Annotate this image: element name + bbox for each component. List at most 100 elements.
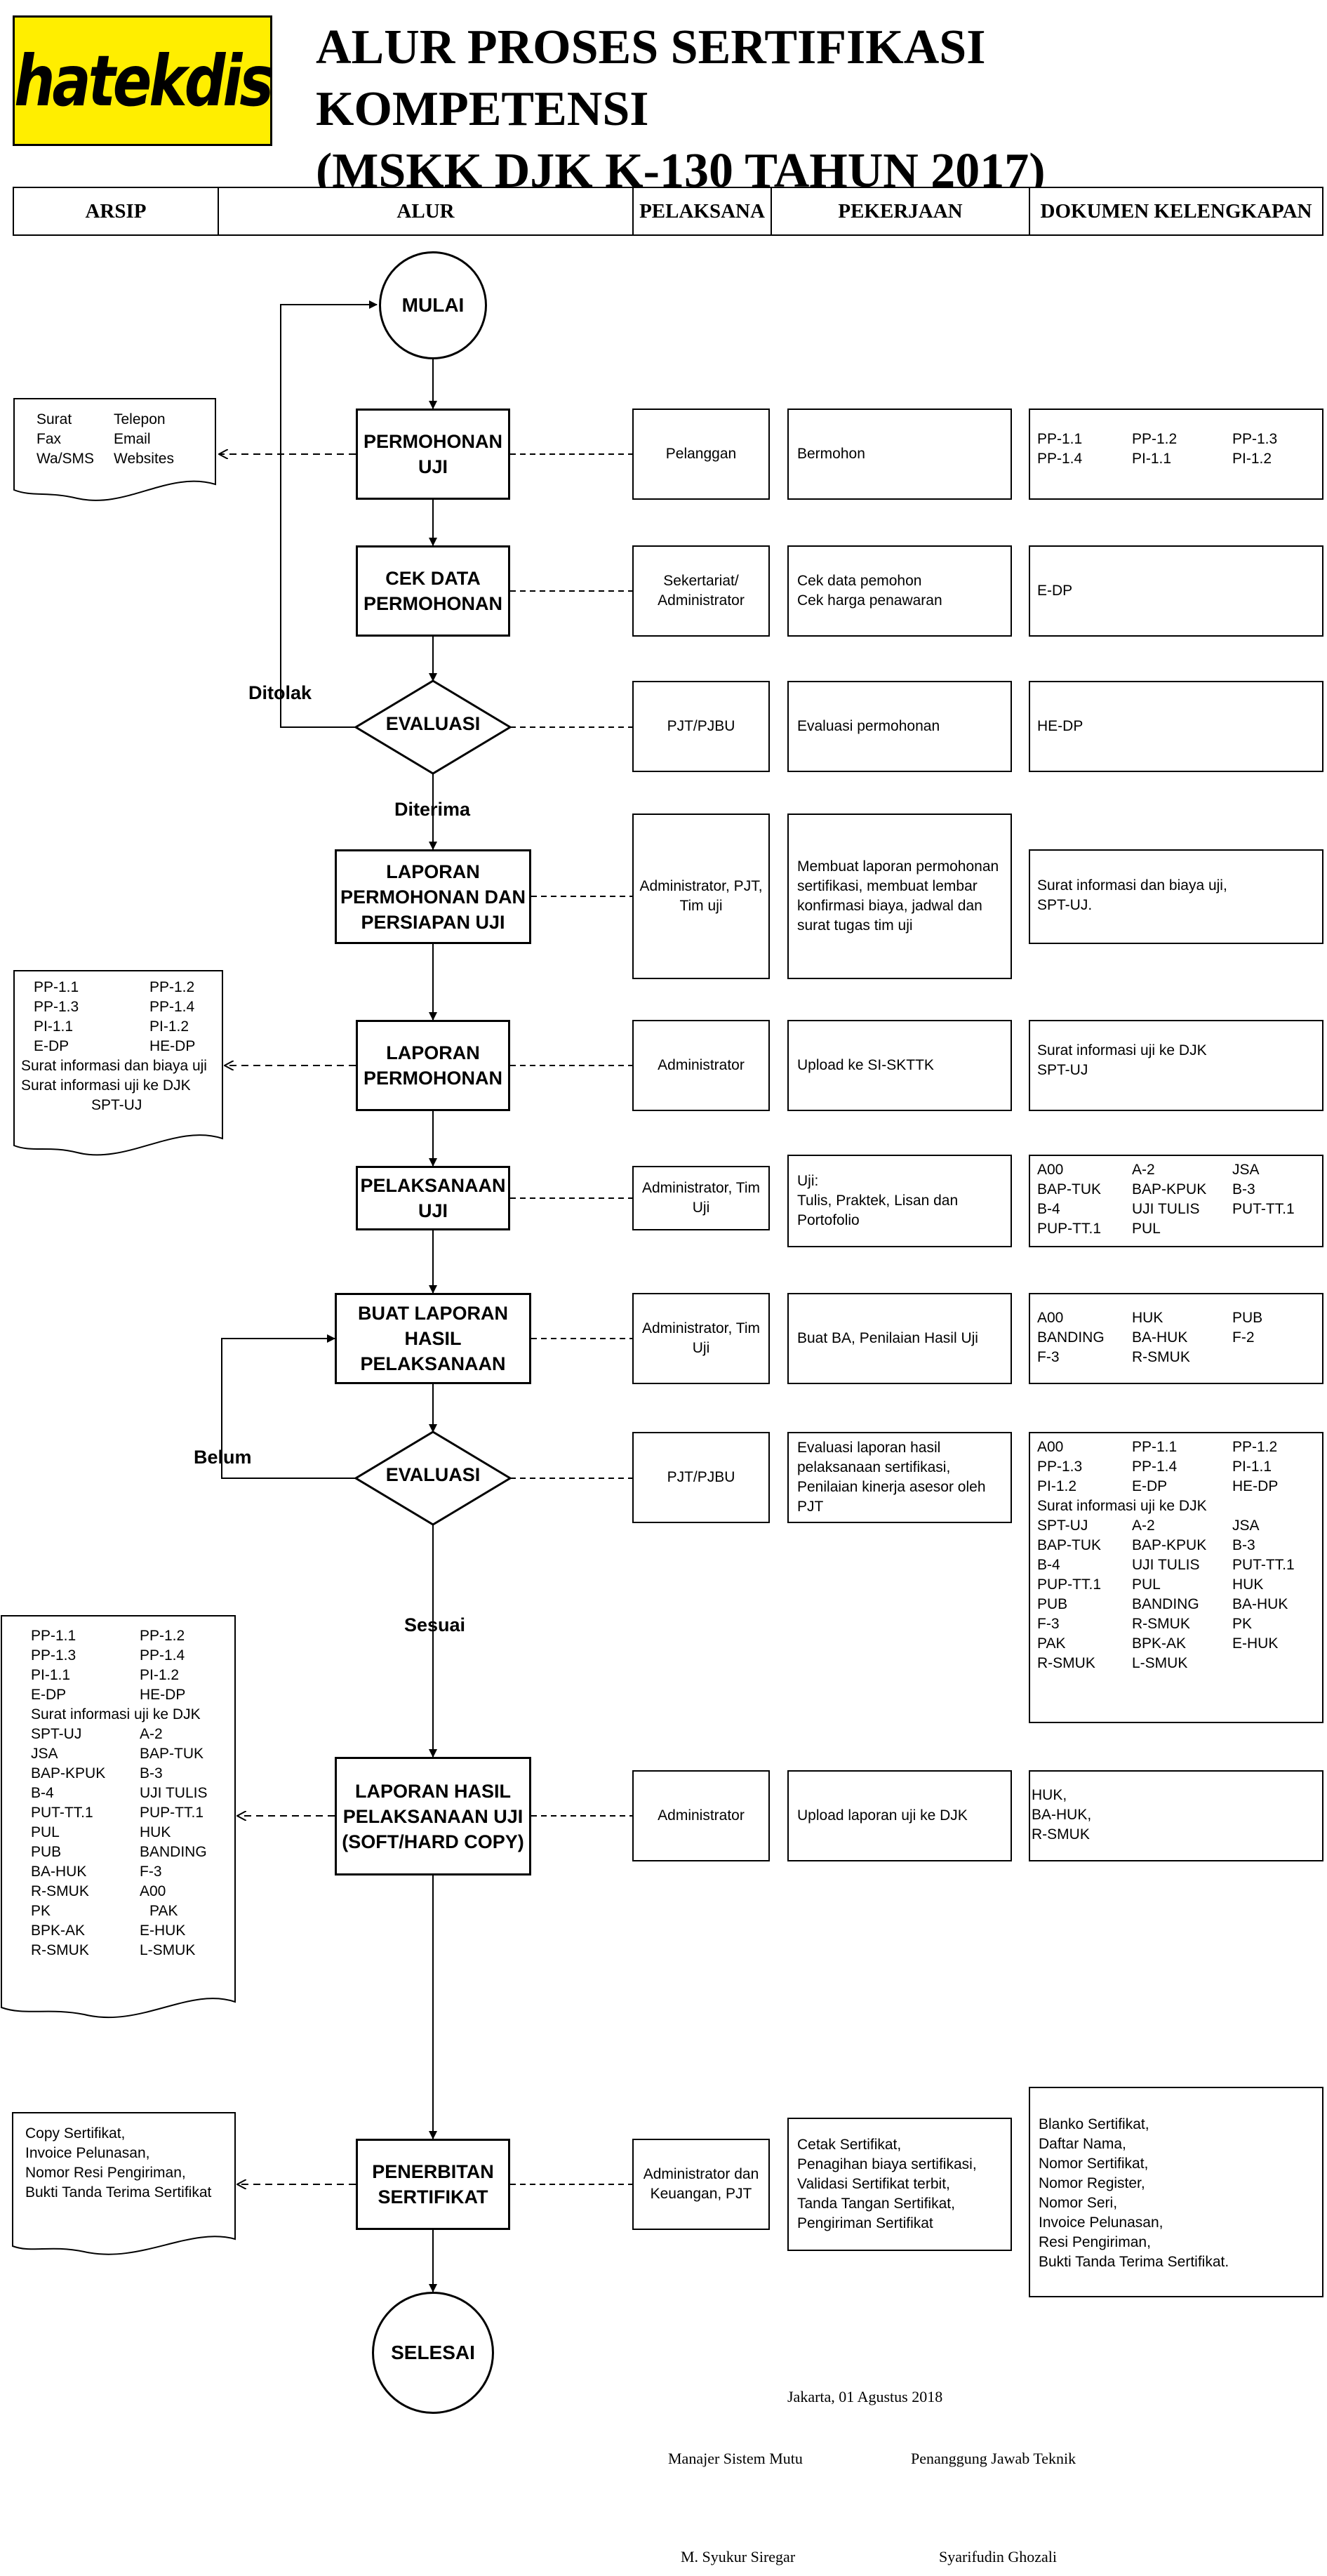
signature-name-2: Syarifudin Ghozali [939,2548,1058,2565]
text-item: A00 [1037,1439,1064,1455]
company-logo: hatekdis [13,15,274,146]
text-item: Surat informasi uji ke DJK [1037,1042,1207,1058]
text-item: Buat BA, Penilaian Hasil Uji [797,1330,978,1346]
text-item: Resi Pengiriman, [1039,2234,1151,2250]
text-item: A-2 [1132,1162,1155,1178]
text-item: R-SMUK [1132,1616,1190,1632]
text-item: SPT-UJ [91,1097,142,1113]
text-item: A00 [1037,1162,1064,1178]
text-item: L-SMUK [1132,1655,1188,1671]
text-item: PUB [1232,1310,1263,1326]
text-item: Cek harga penawaran [797,592,942,609]
text-item: PP-1.4 [1037,451,1083,467]
pekerjaan-9: Upload laporan uji ke DJK [787,1770,1012,1861]
text-item: BANDING [140,1844,207,1860]
text-item: A-2 [1132,1518,1155,1534]
text-item: Penilaian kinerja asesor oleh PJT [797,1479,986,1515]
text-item: R-SMUK [1037,1655,1095,1671]
text-item: BPK-AK [1132,1635,1187,1652]
text-item [1232,1348,1316,1367]
text-item: E-HUK [1232,1635,1279,1652]
branch-sesuai: Sesuai [404,1614,466,1635]
arsip-4-content: Copy Sertifikat,Invoice Pelunasan,Nomor … [25,2124,236,2203]
text-item: PP-1.3 [31,1647,76,1664]
text-item: Blanko Sertifikat, [1039,2116,1149,2132]
pekerjaan-3: Evaluasi permohonan [787,681,1012,772]
text-item: JSA [31,1746,58,1762]
signature-role-2: Penanggung Jawab Teknik [911,2450,1076,2467]
dokumen-10: Blanko Sertifikat,Daftar Nama,Nomor Sert… [1029,2087,1323,2297]
text-item: PI-1.1 [1232,1459,1272,1475]
text-item: PI-1.2 [140,1667,180,1683]
text-item: E-DP [34,1038,69,1054]
text-item: B-4 [31,1785,54,1801]
pelaksana-8: PJT/PJBU [632,1432,770,1523]
text-item: HUK [1232,1576,1264,1593]
text-item: Nomor Resi Pengiriman, [25,2165,186,2181]
process-cek-data: CEK DATA PERMOHONAN [356,545,510,637]
text-item: PI-1.2 [1037,1478,1077,1494]
pekerjaan-10: Cetak Sertifikat,Penagihan biaya sertifi… [787,2118,1012,2251]
decision-label-1: EVALUASI [385,713,481,734]
process-pelaksanaan-uji: PELAKSANAAN UJI [356,1166,510,1230]
text-item: R-SMUK [1032,1826,1090,1843]
text-item: PI-1.2 [1232,451,1272,467]
flow-start: MULAI [379,251,487,359]
text-item: PP-1.2 [140,1628,185,1644]
text-item: BAP-TUK [140,1746,204,1762]
text-item: Uji: [797,1173,819,1189]
text-item: UJI TULIS [1132,1201,1200,1217]
text-item: F-2 [1232,1329,1255,1346]
text-item: PUL [1132,1221,1161,1237]
text-item: BPK-AK [31,1923,86,1939]
text-item [1232,1654,1316,1673]
text-item: PP-1.1 [1132,1439,1178,1455]
arsip-doc-1 [13,398,216,501]
pekerjaan-1: Bermohon [787,409,1012,500]
text-item: F-3 [1037,1349,1060,1365]
text-item [1232,1219,1316,1239]
text-item: PP-1.2 [1232,1439,1278,1455]
text-item: Bermohon [797,446,865,462]
arsip-doc-2 [13,970,223,1156]
text-item: Copy Sertifikat, [25,2125,126,2142]
process-buat-laporan: BUAT LAPORAN HASIL PELAKSANAAN [335,1293,531,1384]
text-item: Cetak Sertifikat, [797,2137,902,2153]
branch-diterima: Diterima [394,799,471,820]
signature-place-date: Jakarta, 01 Agustus 2018 [787,2388,943,2405]
text-item: B-4 [1037,1557,1060,1573]
text-item: Nomor Seri, [1039,2195,1118,2211]
text-item: PK [31,1903,51,1919]
arrow-ditolak-loop [280,300,378,728]
text-item: E-DP [1132,1478,1168,1494]
process-permohonan-uji: PERMOHONAN UJI [356,409,510,500]
text-item: Surat informasi dan biaya uji [21,1058,207,1074]
text-item: BA-HUK [1232,1596,1288,1612]
text-item: PUP-TT.1 [1037,1576,1102,1593]
text-item: Fax [36,431,62,447]
pekerjaan-7: Buat BA, Penilaian Hasil Uji [787,1293,1012,1384]
text-item: BAP-KPUK [31,1765,106,1781]
text-item: Invoice Pelunasan, [1039,2215,1163,2231]
text-item: Daftar Nama, [1039,2136,1126,2152]
text-item: JSA [1232,1162,1260,1178]
text-item: F-3 [1037,1616,1060,1632]
text-item: HE-DP [1232,1478,1279,1494]
text-item: Tanda Tangan Sertifikat, [797,2196,955,2212]
text-item: BAP-TUK [1037,1537,1102,1553]
text-item: Evaluasi laporan hasil pelaksanaan serti… [797,1440,951,1475]
text-item: PUP-TT.1 [140,1805,204,1821]
text-item: Bukti Tanda Terima Sertifikat [25,2184,212,2200]
decision-label-2: EVALUASI [385,1464,481,1485]
text-item: PP-1.2 [1132,431,1178,447]
pekerjaan-6: Uji:Tulis, Praktek, Lisan dan Portofolio [787,1155,1012,1247]
text-item: Email [114,431,151,447]
text-item: PUL [1132,1576,1161,1593]
text-item: PP-1.2 [149,979,195,995]
pelaksana-2: Sekertariat/ Administrator [632,545,770,637]
